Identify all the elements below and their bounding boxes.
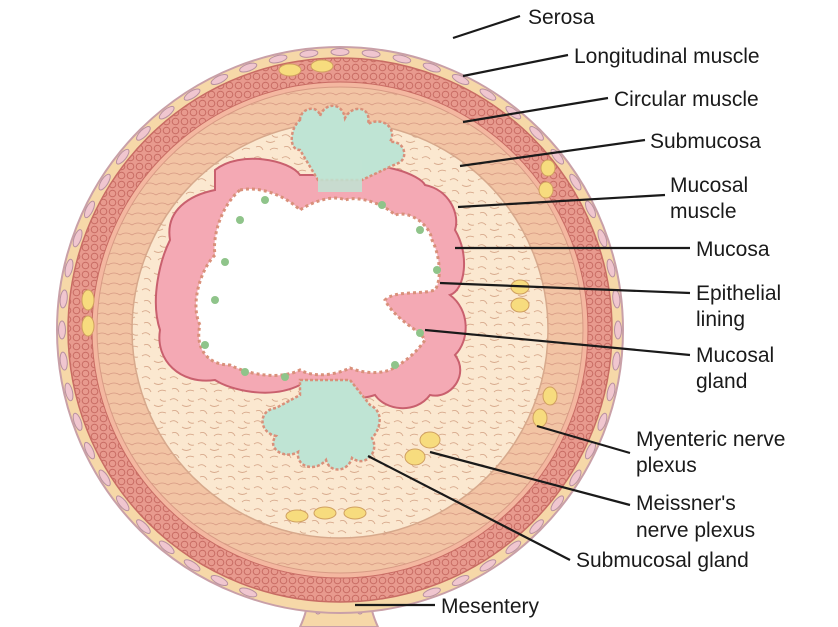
leader-longitudinal-muscle [463, 55, 568, 76]
gland-duct [318, 160, 362, 192]
label-longitudinal-muscle: Longitudinal muscle [574, 45, 760, 68]
lumen [196, 189, 439, 375]
label-myenteric-plexus-line2: plexus [636, 454, 697, 477]
label-serosa: Serosa [528, 6, 595, 29]
serosa-cell [59, 321, 66, 339]
label-epithelial-lining-line2: lining [696, 308, 745, 331]
label-meissner-plexus-line1: Meissner's [636, 492, 736, 515]
label-epithelial-lining-line1: Epithelial [696, 282, 781, 305]
serosa-cell [331, 49, 349, 56]
label-mucosal-muscle-line2: muscle [670, 200, 737, 223]
label-mucosal-gland-line1: Mucosal [696, 344, 774, 367]
label-mucosa: Mucosa [696, 238, 770, 261]
label-submucosa: Submucosa [650, 130, 761, 153]
label-meissner-plexus-line2: nerve plexus [636, 519, 755, 542]
label-mucosal-muscle-line1: Mucosal [670, 174, 748, 197]
label-submucosal-gland: Submucosal gland [576, 549, 749, 572]
label-circular-muscle: Circular muscle [614, 88, 759, 111]
label-mesentery: Mesentery [441, 595, 540, 618]
label-mucosal-gland-line2: gland [696, 370, 747, 393]
label-myenteric-plexus-line1: Myenteric nerve [636, 428, 785, 451]
leader-serosa [453, 16, 520, 38]
serosa-cell [615, 321, 622, 339]
